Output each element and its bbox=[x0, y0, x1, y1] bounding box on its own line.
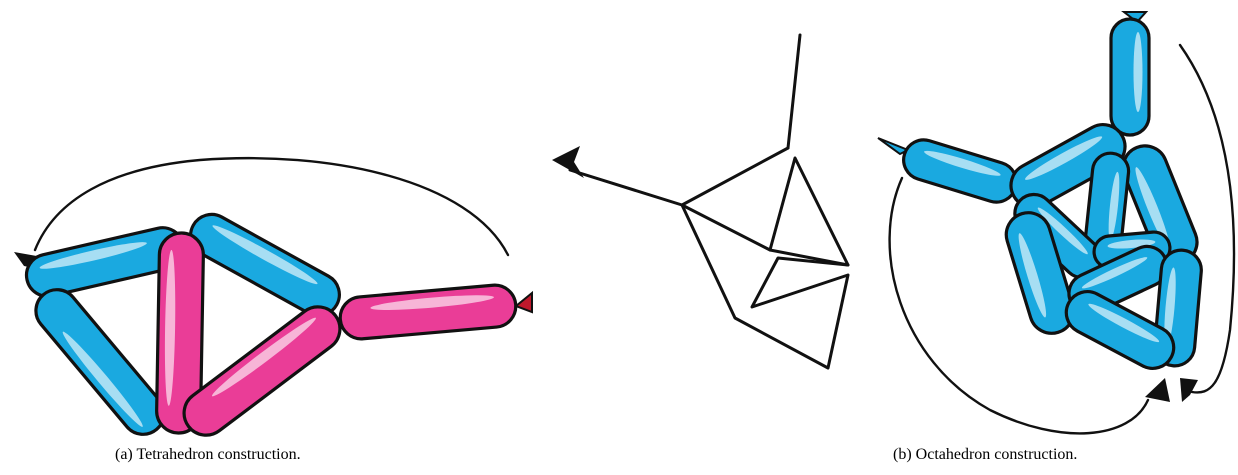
arrowhead-left bbox=[1145, 378, 1170, 402]
arc-left bbox=[888, 176, 1150, 435]
knot-left bbox=[877, 137, 911, 156]
wire-arrow-line bbox=[568, 168, 684, 207]
arc-right bbox=[1178, 43, 1236, 394]
panel-a bbox=[14, 156, 533, 437]
knot-top bbox=[1121, 11, 1149, 24]
balloon-pink-diagonal bbox=[182, 305, 342, 437]
balloon-blue-top-left bbox=[24, 226, 186, 298]
oct-balloon-bottom bbox=[1064, 290, 1176, 370]
oct-balloon-upper bbox=[1009, 123, 1127, 209]
balloon-blue-bottom-left bbox=[34, 288, 166, 436]
arrowhead-right bbox=[1180, 378, 1198, 402]
oct-balloon-top bbox=[1109, 17, 1151, 137]
balloon-blue-top-right bbox=[189, 212, 341, 318]
caption-tetrahedron: (a) Tetrahedron construction. bbox=[115, 446, 301, 463]
caption-octahedron: (b) Octahedron construction. bbox=[893, 446, 1078, 463]
oct-balloon-left-vertical bbox=[1004, 211, 1076, 335]
balloon-pink-tail bbox=[338, 283, 518, 341]
wire-right-triangle bbox=[768, 156, 850, 267]
panel-b-octahedron bbox=[877, 11, 1236, 435]
wire-lower-left bbox=[680, 203, 850, 370]
wire-upper-triangle bbox=[680, 146, 790, 252]
oct-balloon-left bbox=[902, 138, 1018, 204]
knot-red bbox=[514, 290, 533, 314]
balloon-pink-vertical bbox=[155, 231, 205, 435]
wire-top-edge bbox=[786, 33, 802, 150]
wire-arrowhead bbox=[552, 146, 584, 178]
panel-b-wireframe bbox=[552, 33, 850, 370]
